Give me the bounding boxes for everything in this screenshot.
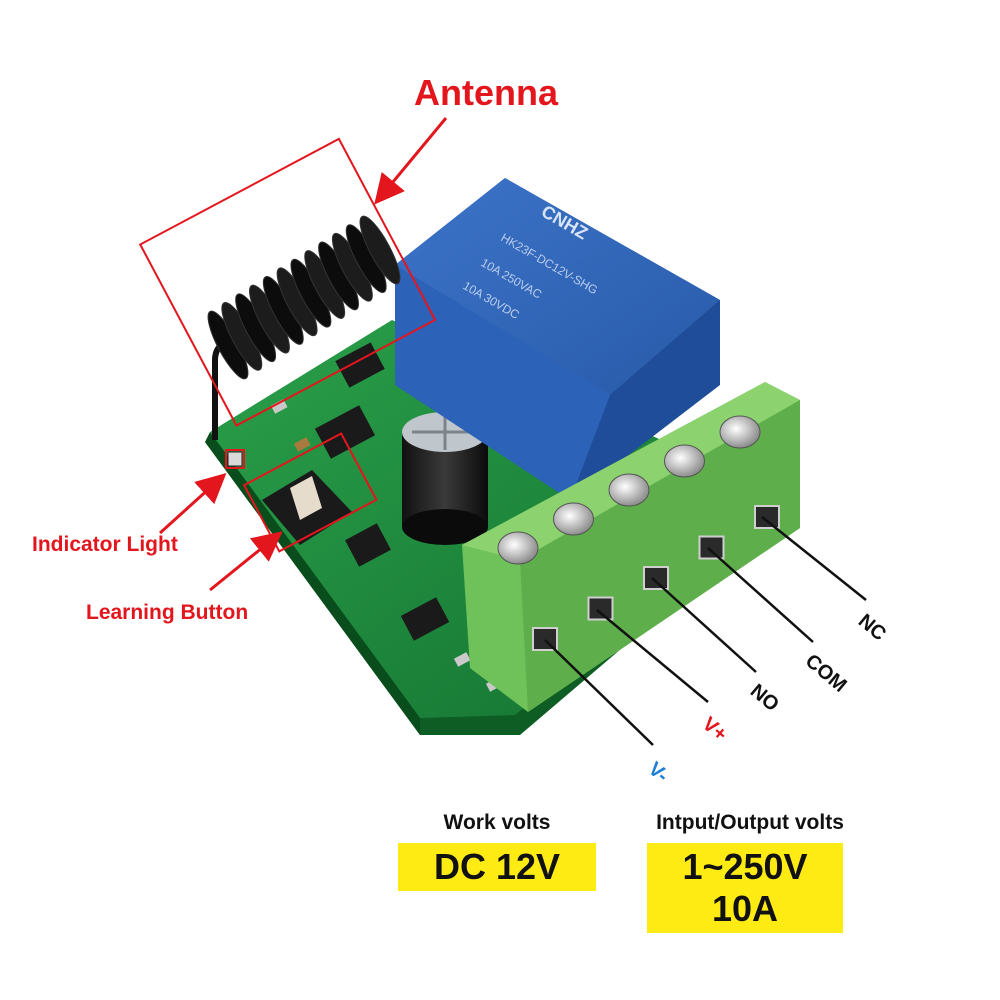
relay: CNHZ HK23F-DC12V-SHG 10A 250VAC 10A 30VD…: [395, 178, 720, 500]
antenna-arrow: [374, 117, 448, 205]
io-volts-line-2: 10A: [711, 888, 779, 929]
work-volts-heading: Work volts: [443, 811, 551, 834]
learning-arrow: [209, 531, 283, 592]
indicator-highlight-box: [225, 449, 245, 469]
terminal-slot: [754, 505, 780, 529]
io-volts-line-1: 1~250V: [682, 846, 808, 887]
terminal-slot: [698, 535, 725, 560]
electrolytic-capacitor: [402, 412, 488, 545]
learning-button-label: Learning Button: [86, 601, 249, 624]
terminal-screw: [719, 415, 761, 449]
antenna-coil-turn: [359, 215, 401, 285]
io-volts-value: 1~250V 10A: [647, 843, 843, 933]
terminal-leader-lines: [544, 516, 867, 746]
indicator-arrow: [158, 472, 227, 535]
terminal-slot: [643, 566, 669, 590]
indicator-light-label: Indicator Light: [32, 533, 178, 556]
antenna-highlight-box: [138, 137, 437, 427]
antenna-coil: [207, 215, 401, 440]
terminal-block: [462, 382, 800, 712]
button-highlight-box: [242, 432, 378, 553]
terminal-slot: [587, 596, 614, 621]
work-volts-value: DC 12V: [398, 843, 596, 891]
terminal-screw: [608, 473, 650, 507]
antenna-label: Antenna: [414, 72, 558, 113]
learning-button: [262, 470, 352, 545]
io-volts-heading: Intput/Output volts: [656, 811, 844, 834]
terminal-screw: [497, 531, 539, 565]
terminal-screw: [553, 502, 594, 536]
terminal-screw: [664, 444, 705, 478]
